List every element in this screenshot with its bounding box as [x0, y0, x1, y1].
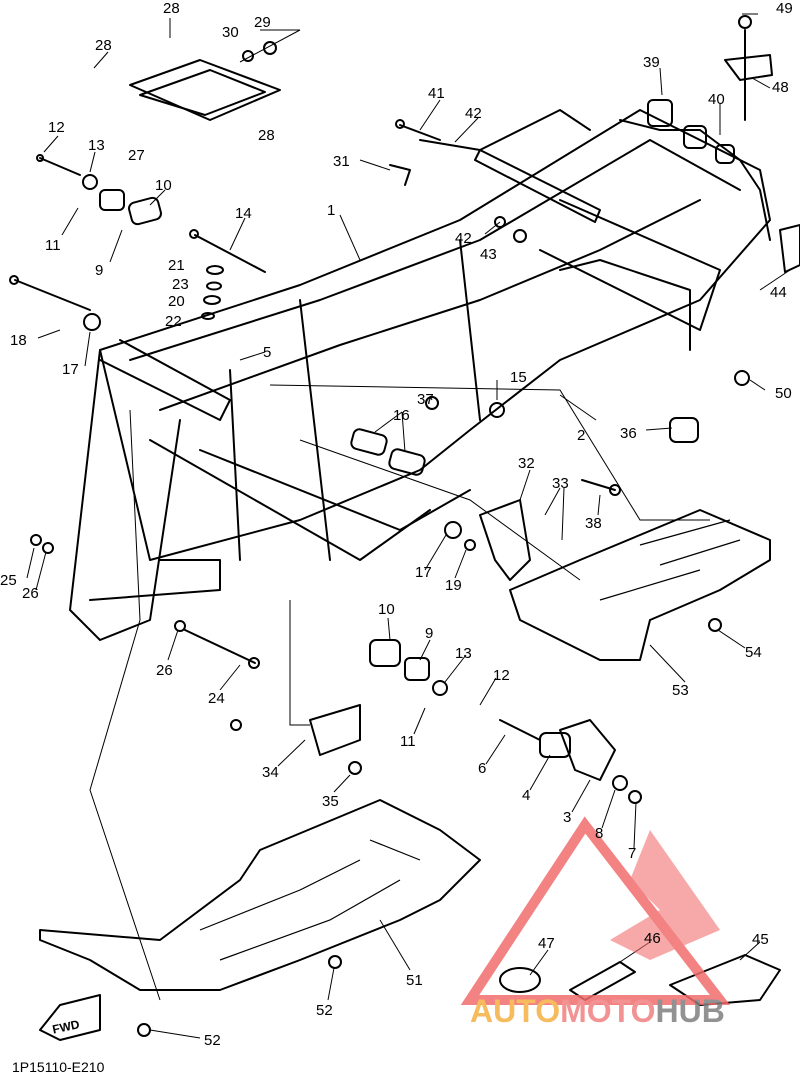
leader-lines [26, 13, 791, 1039]
callout-44: 44 [770, 284, 787, 301]
callout-7: 7 [628, 845, 636, 862]
callout-17b: 17 [415, 564, 432, 581]
callout-24: 24 [208, 690, 225, 707]
callout-25: 25 [0, 572, 17, 589]
callout-30: 30 [222, 24, 239, 41]
callout-23: 23 [172, 276, 189, 293]
callout-36: 36 [620, 425, 637, 442]
brand-part-auto: AUTO [470, 993, 560, 1029]
callout-9b: 9 [425, 625, 433, 642]
callout-21: 21 [168, 257, 185, 274]
callout-labels: 1 2 3 4 5 6 7 8 9 9 10 10 11 11 12 12 13… [0, 0, 793, 1049]
callout-38: 38 [585, 515, 602, 532]
callout-11b: 11 [400, 733, 416, 750]
callout-12b: 12 [493, 667, 510, 684]
rear-skid-plate-51 [39, 799, 481, 991]
diagram-code: 1P15110-E210 [12, 1059, 105, 1075]
callout-45: 45 [752, 931, 769, 948]
callout-3: 3 [563, 809, 571, 826]
callout-4: 4 [522, 787, 530, 804]
brand-part-hub: HUB [655, 993, 724, 1029]
callout-2: 2 [577, 427, 585, 444]
callout-47: 47 [538, 935, 555, 952]
callout-34: 34 [262, 764, 279, 781]
callout-40: 40 [708, 91, 725, 108]
callout-32: 32 [518, 455, 535, 472]
callout-51: 51 [406, 972, 423, 989]
callout-8: 8 [595, 825, 603, 842]
callout-1: 1 [327, 202, 335, 219]
main-frame [69, 109, 771, 641]
callout-10b: 10 [378, 601, 395, 618]
callout-10: 10 [155, 177, 172, 194]
fwd-label: FWD [51, 1017, 81, 1036]
watermark-logo: AUTOMOTOHUB [460, 816, 731, 1029]
callout-28c: 28 [258, 127, 275, 144]
callout-13b: 13 [455, 645, 472, 662]
callout-20: 20 [168, 293, 185, 310]
callout-48: 48 [772, 79, 789, 96]
callout-31: 31 [333, 153, 350, 170]
callout-15: 15 [510, 369, 527, 386]
callout-39: 39 [643, 54, 660, 71]
callout-19: 19 [445, 577, 462, 594]
callout-16: 16 [393, 407, 410, 424]
callout-50: 50 [775, 385, 792, 402]
callout-26b: 26 [156, 662, 173, 679]
callout-42b: 42 [455, 230, 472, 247]
callout-54: 54 [745, 644, 762, 661]
callout-17: 17 [62, 361, 79, 378]
callout-43: 43 [480, 246, 497, 263]
callout-13: 13 [88, 137, 105, 154]
callout-28: 28 [163, 0, 180, 17]
callout-22: 22 [165, 313, 182, 330]
callout-26: 26 [22, 585, 39, 602]
callout-42: 42 [465, 105, 482, 122]
callout-9: 9 [95, 262, 103, 279]
callout-41: 41 [428, 85, 445, 102]
callout-27: 27 [128, 147, 145, 164]
callout-49: 49 [776, 0, 793, 17]
callout-29: 29 [254, 14, 271, 31]
callout-5: 5 [263, 344, 271, 361]
watermark-brand: AUTOMOTOHUB [470, 993, 725, 1029]
callout-52b: 52 [204, 1032, 221, 1049]
callout-14: 14 [235, 205, 252, 222]
brand-part-moto: MOTO [560, 993, 655, 1029]
logo-triangle-outer [460, 816, 731, 1005]
callout-18: 18 [10, 332, 27, 349]
callout-28b: 28 [95, 37, 112, 54]
callout-35: 35 [322, 793, 339, 810]
front-skid-plate-53 [509, 509, 771, 661]
callout-52: 52 [316, 1002, 333, 1019]
callout-53: 53 [672, 682, 689, 699]
callout-46: 46 [644, 930, 661, 947]
callout-33: 33 [552, 475, 569, 492]
callout-12: 12 [48, 119, 65, 136]
callout-37: 37 [417, 391, 434, 408]
callout-6: 6 [478, 760, 486, 777]
part-shapes [9, 15, 800, 1041]
callout-11: 11 [45, 237, 61, 254]
logo-triangle-inner [610, 830, 720, 960]
